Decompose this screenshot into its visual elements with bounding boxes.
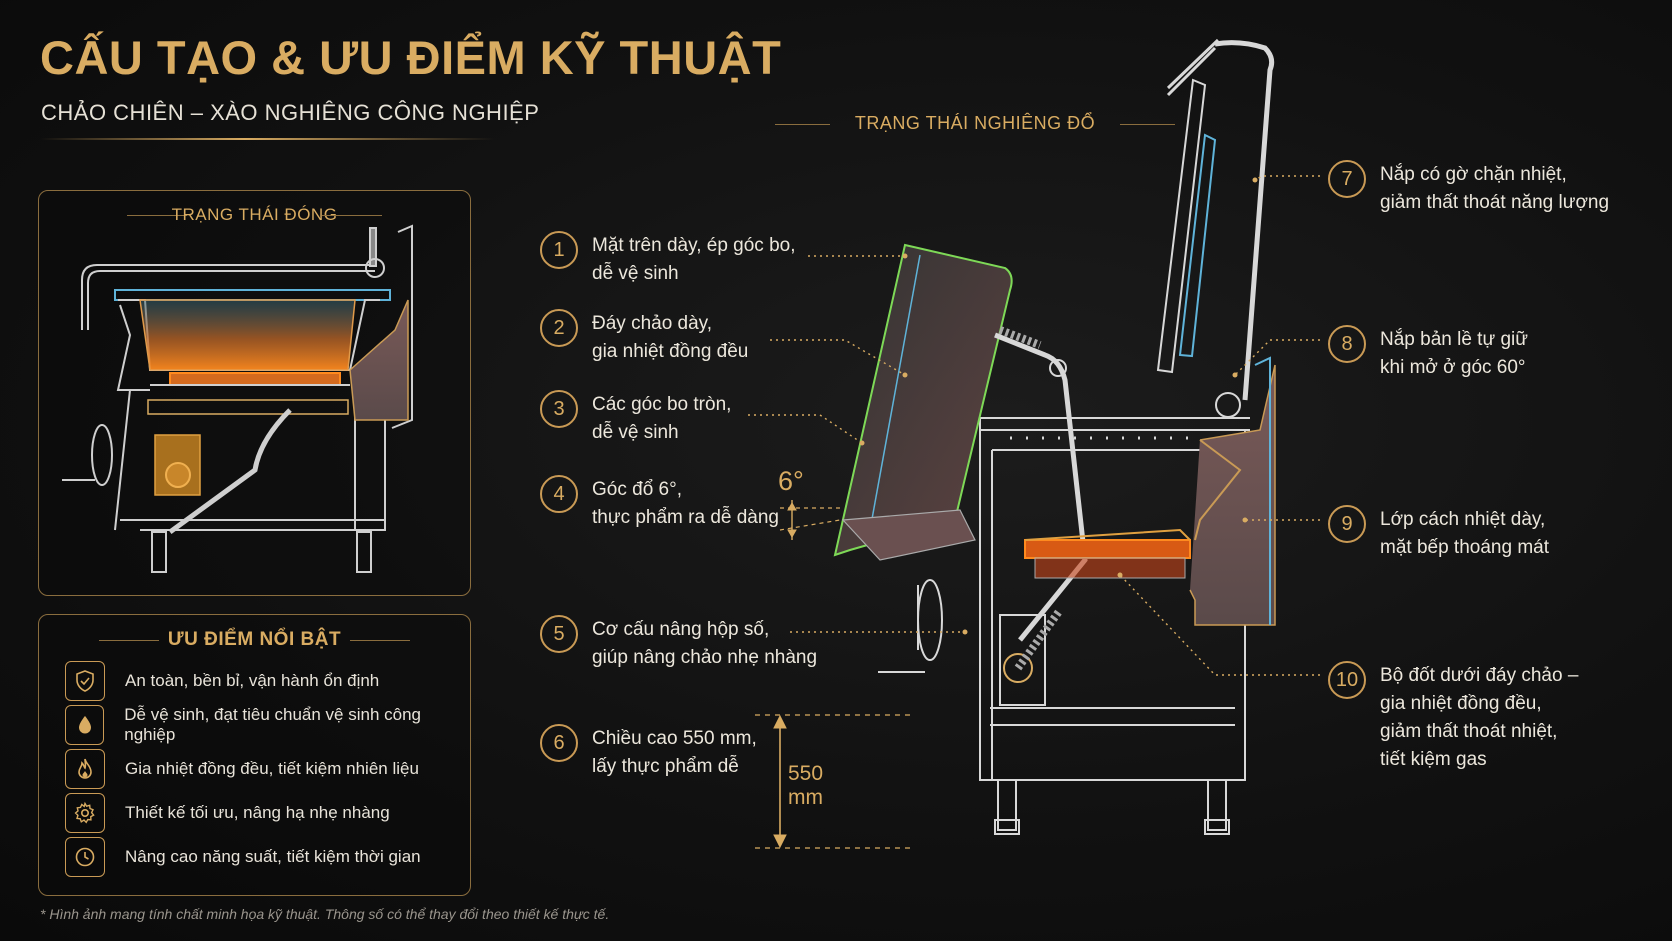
callout-number: 8 [1328,325,1366,363]
water-drop-icon [65,705,105,745]
callout-number: 3 [540,390,578,428]
title-divider [40,138,495,140]
callout-number: 1 [540,231,578,269]
closed-state-heading: TRẠNG THÁI ĐÓNG [39,205,470,225]
advantage-item: Thiết kế tối ưu, nâng hạ nhẹ nhàng [65,793,390,833]
closed-state-machine [62,224,413,573]
advantage-item: Gia nhiệt đồng đều, tiết kiệm nhiên liệu [65,749,419,789]
callout-3: 3 Các góc bo tròn,dễ vệ sinh [540,390,731,447]
advantage-item: Dễ vệ sinh, đạt tiêu chuẩn vệ sinh công … [65,705,470,745]
advantages-heading: ƯU ĐIỂM NỔI BẬT [39,629,470,651]
advantage-item: Nâng cao năng suất, tiết kiệm thời gian [65,837,421,877]
page-title: CẤU TẠO & ƯU ĐIỂM KỸ THUẬT [40,31,782,84]
callout-1: 1 Mặt trên dày, ép góc bo,dễ vệ sinh [540,231,796,288]
callout-number: 6 [540,724,578,762]
advantages-panel: ƯU ĐIỂM NỔI BẬT An toàn, bền bỉ, vận hàn… [38,614,471,896]
callout-9: 9 Lớp cách nhiệt dày,mặt bếp thoáng mát [1328,505,1549,562]
callout-6: 6 Chiều cao 550 mm,lấy thực phẩm dễ [540,724,757,781]
callout-10: 10 Bộ đốt dưới đáy chảo –gia nhiệt đồng … [1328,661,1578,774]
callout-number: 4 [540,475,578,513]
callout-number: 10 [1328,661,1366,699]
page-subtitle: CHẢO CHIÊN – XÀO NGHIÊNG CÔNG NGHIỆP [41,100,540,125]
callout-5: 5 Cơ cấu nâng hộp số,giúp nâng chảo nhẹ … [540,615,817,672]
callout-leader-dots [859,177,1258,635]
shield-check-icon [65,661,105,701]
flame-icon [65,749,105,789]
callout-4: 4 Góc đổ 6°,thực phẩm ra dễ dàng [540,475,779,532]
callout-leaders [748,175,1320,676]
advantage-text: Thiết kế tối ưu, nâng hạ nhẹ nhàng [125,803,390,822]
height-dimension-label: 550 mm [788,762,824,809]
callout-number: 2 [540,309,578,347]
angle-dimension [779,500,841,540]
callout-number: 9 [1328,505,1366,543]
footnote: * Hình ảnh mang tính chất minh họa kỹ th… [40,906,610,922]
clock-icon [65,837,105,877]
advantage-item: An toàn, bền bỉ, vận hành ổn định [65,661,379,701]
callout-number: 5 [540,615,578,653]
advantage-text: Gia nhiệt đồng đều, tiết kiệm nhiên liệu [125,759,419,778]
advantage-text: Nâng cao năng suất, tiết kiệm thời gian [125,847,421,866]
tilt-state-heading: TRẠNG THÁI NGHIÊNG ĐỔ [775,113,1175,134]
gear-icon [65,793,105,833]
advantage-text: Dễ vệ sinh, đạt tiêu chuẩn vệ sinh công … [124,705,422,744]
callout-2: 2 Đáy chảo dày,gia nhiệt đồng đều [540,309,748,366]
callout-number: 7 [1328,160,1366,198]
height-dimension [755,714,915,849]
tilted-state-machine [833,38,1276,835]
tilt-angle-label: 6° [778,466,804,496]
callout-7: 7 Nắp có gờ chặn nhiệt,giảm thất thoát n… [1328,160,1609,217]
advantage-text: An toàn, bền bỉ, vận hành ổn định [125,671,380,690]
